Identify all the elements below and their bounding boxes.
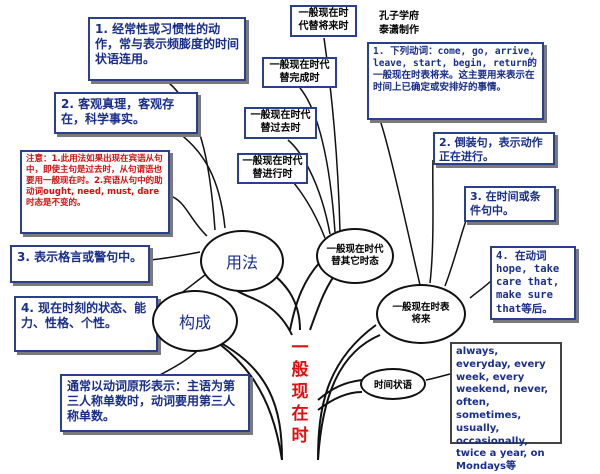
usage-truth-text: 2. 客观真理，客观存在，科学事实。 — [61, 97, 175, 126]
future-verbs-text: 1. 下列动词：come, go, arrive, leave, start, … — [373, 46, 537, 93]
form-node: 构成 — [152, 290, 238, 352]
replace-past-box: 一般现在时代替过去时 — [244, 107, 317, 139]
credit-line-1: 孔子学府 — [379, 11, 419, 22]
trunk-center-top — [289, 261, 321, 331]
form-rule-text: 通常以动词原形表示：主语为第三人称单数时，动词要用第三人称单数。 — [67, 379, 236, 423]
credit-line-2: 泰潇制作 — [379, 24, 419, 36]
future-node: 一般现在时表将来 — [376, 284, 466, 344]
replace-perfect-text: 一般现在时代替完成时 — [269, 60, 330, 84]
branch-to-time — [317, 379, 363, 401]
branch-to-time-2 — [317, 391, 363, 411]
replace-perfect-box: 一般现在时代替完成时 — [262, 57, 337, 88]
usage-node: 用法 — [200, 230, 284, 292]
usage-note-box: 注意：1.此用法如果出现在宾语从句中，即使主句是过去时，从句谓语也要用一般现在时… — [20, 150, 170, 234]
usage-proverb-text: 3. 表示格言或警句中。 — [17, 250, 143, 264]
time-words-text: always, everyday, every week, every week… — [456, 346, 548, 473]
future-verbs-box: 1. 下列动词：come, go, arrive, leave, start, … — [367, 42, 544, 120]
future-node-label: 一般现在时表将来 — [392, 301, 450, 325]
usage-state-text: 4. 现在时刻的状态、能力、性格、个性。 — [21, 301, 147, 330]
replace-other-node-label: 一般现在时代替其它时态 — [326, 243, 384, 267]
form-rule-box: 通常以动词原形表示：主语为第三人称单数时，动词要用第三人称单数。 — [60, 374, 250, 432]
replace-past-text: 一般现在时代替过去时 — [250, 110, 311, 134]
usage-note-text: 注意：1.此用法如果出现在宾语从句中，即使主句是过去时，从句谓语也要用一般现在时… — [26, 154, 163, 209]
future-clauses-text: 3. 在时间或条件句中。 — [470, 190, 541, 217]
future-inversion-text: 2. 倒装句，表示动作正在进行。 — [439, 136, 543, 163]
trunk-right-outline — [317, 324, 377, 461]
time-words-box: always, everyday, every week, every week… — [450, 342, 562, 472]
branch-to-usage — [235, 289, 293, 336]
usage-truth-box: 2. 客观真理，客观存在，科学事实。 — [54, 92, 198, 134]
replace-future-text: 一般现在时代替将来时 — [298, 8, 349, 32]
future-clauses-box: 3. 在时间或条件句中。 — [464, 186, 556, 222]
replace-other-node: 一般现在时代替其它时态 — [316, 228, 394, 284]
center-title: 一般现在时 — [291, 338, 309, 446]
trunk-left-outline — [204, 334, 283, 461]
replace-future-box: 一般现在时代替将来时 — [290, 5, 357, 37]
future-inversion-box: 2. 倒装句，表示动作正在进行。 — [433, 132, 555, 165]
future-hope-text: 4. 在动词hope, take care that, make sure th… — [496, 250, 560, 315]
replace-progressive-text: 一般现在时代替进行时 — [242, 156, 303, 180]
usage-proverb-box: 3. 表示格言或警句中。 — [10, 245, 150, 283]
usage-node-label: 用法 — [225, 253, 258, 272]
form-node-label: 构成 — [178, 313, 211, 332]
author-credit: 孔子学府 泰潇制作 — [379, 10, 419, 37]
time-adverbial-node-label: 时间状语 — [373, 380, 412, 391]
trunk-right-outline-2 — [317, 334, 381, 461]
future-hope-box: 4. 在动词hope, take care that, make sure th… — [490, 246, 576, 320]
time-adverbial-node: 时间状语 — [360, 368, 426, 400]
replace-progressive-box: 一般现在时代替进行时 — [237, 153, 308, 184]
usage-habit-box: 1. 经常性或习惯性的动作，常与表示频膨度的时间状语连用。 — [88, 17, 246, 81]
usage-habit-text: 1. 经常性或习惯性的动作，常与表示频膨度的时间状语连用。 — [95, 22, 240, 66]
usage-state-box: 4. 现在时刻的状态、能力、性格、个性。 — [14, 296, 158, 352]
